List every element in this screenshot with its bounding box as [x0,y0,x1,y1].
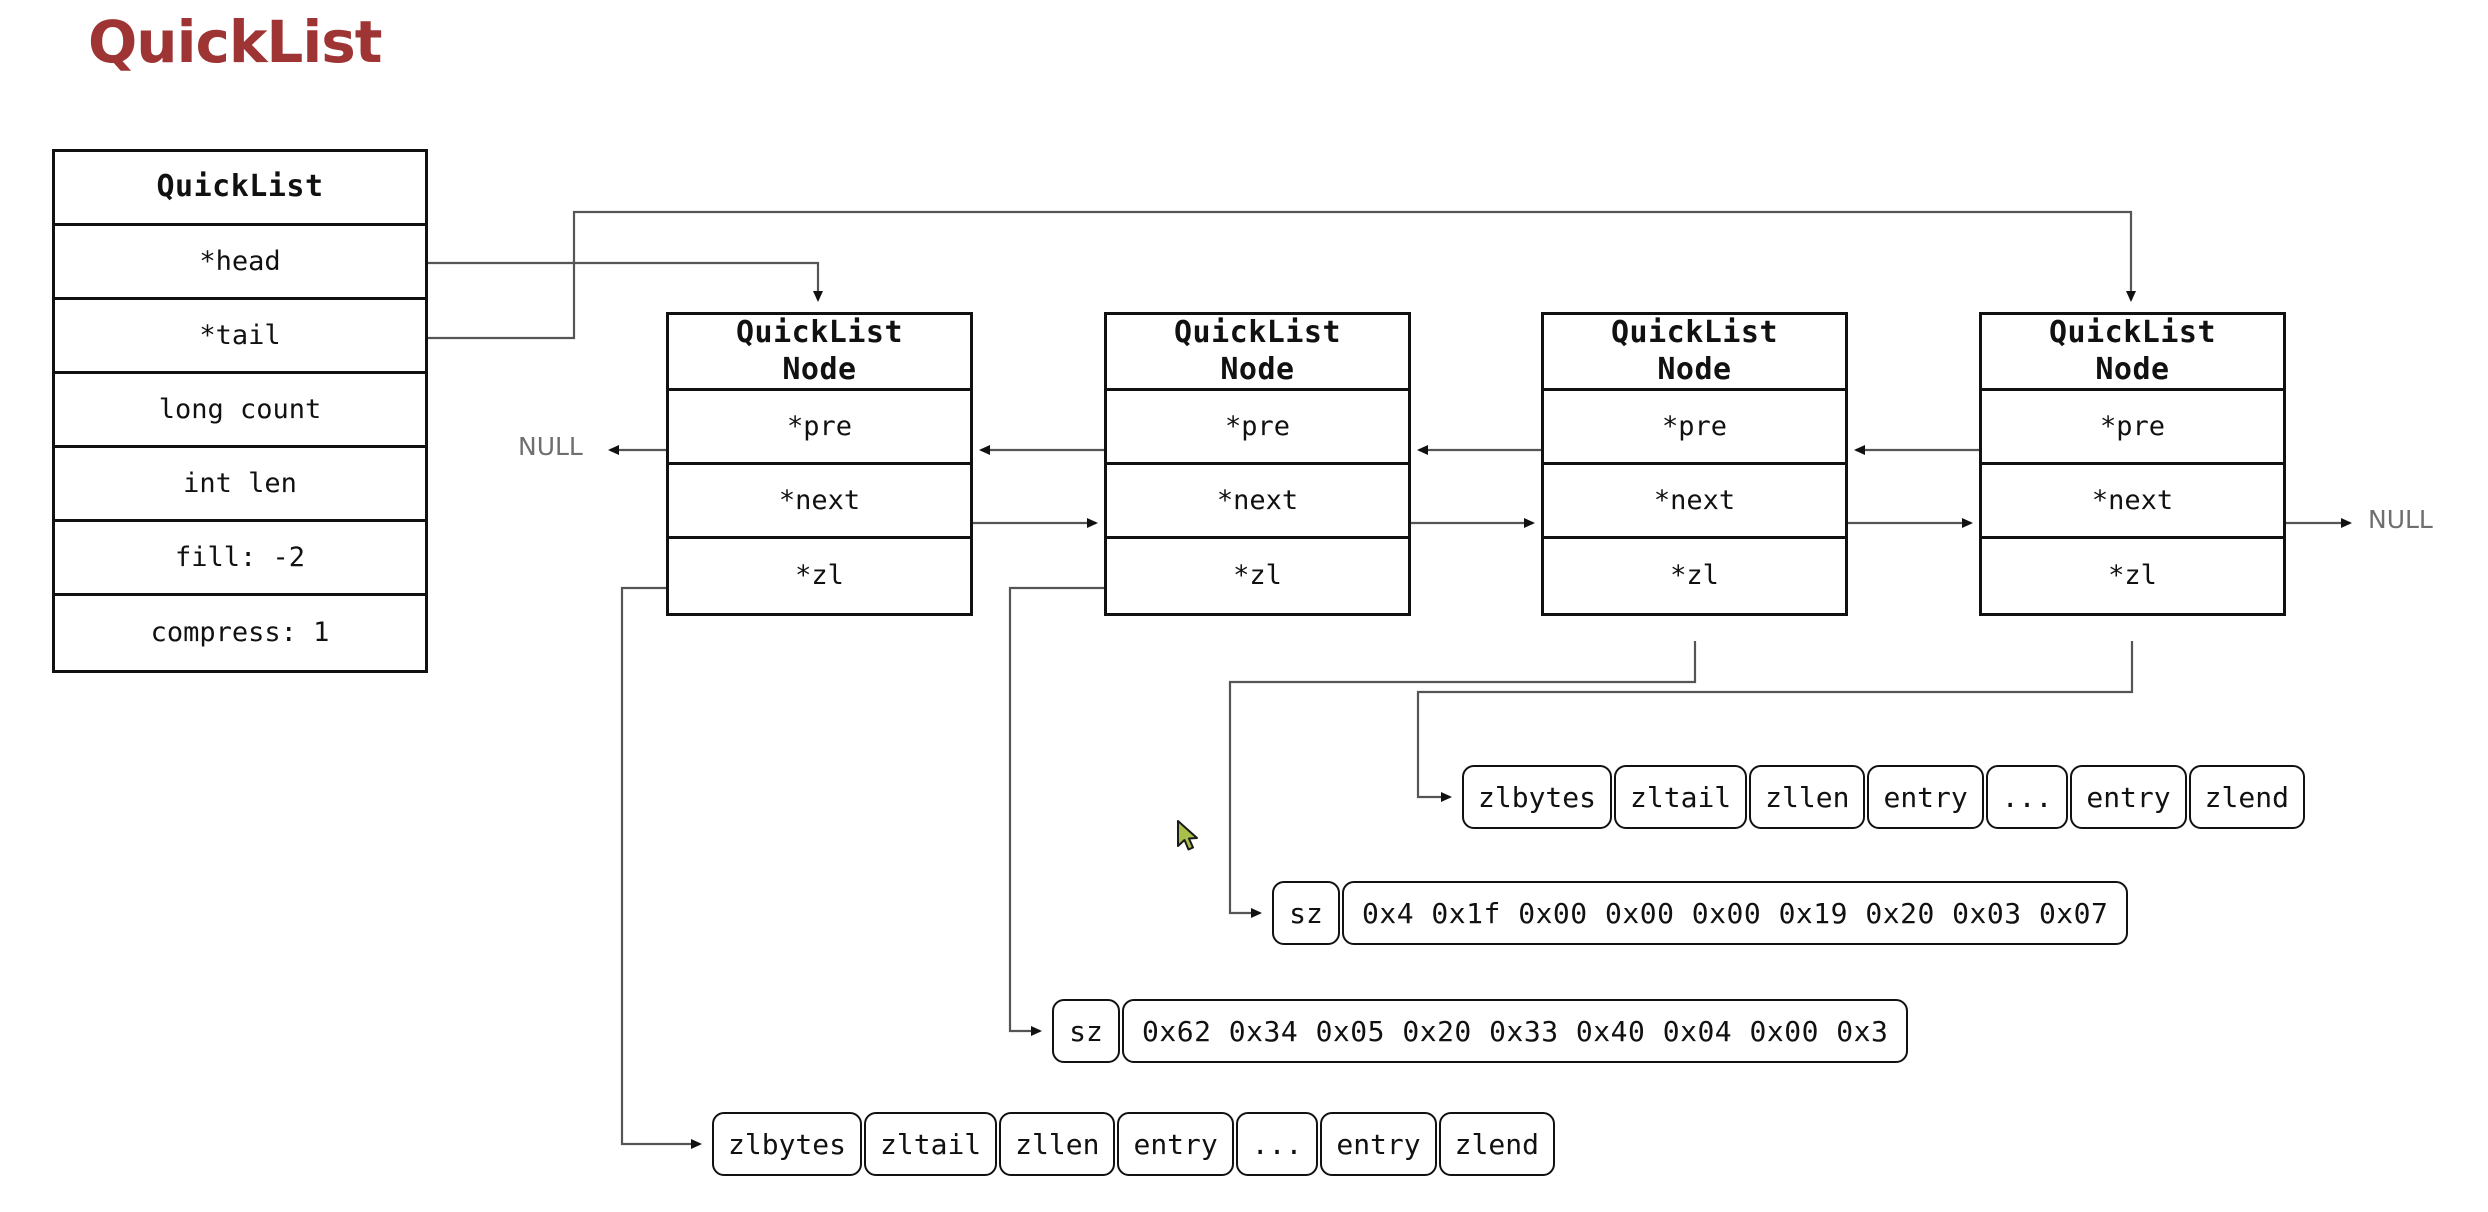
node-3-header-line2: Node [1657,351,1732,387]
byte-row-top: sz 0x4 0x1f 0x00 0x00 0x00 0x19 0x20 0x0… [1272,881,2129,945]
null-label-left: NULL [518,432,583,461]
node-2-field-zl: *zl [1233,560,1282,592]
ziplist-bottom: zlbytes zltail zllen entry ... entry zle… [712,1112,1555,1176]
ziplist-top-cell-zllen: zllen [1749,765,1866,829]
quicklist-field-len: int len [55,448,425,522]
node-4-field-pre: *pre [1982,391,2283,465]
node-4-field-next: *next [1982,465,2283,539]
node-1-field-pre: *pre [669,391,970,465]
byte-row-bottom-bytes: 0x62 0x34 0x05 0x20 0x33 0x40 0x04 0x00 … [1122,999,1909,1063]
quicklist-field-head: *head [55,226,425,300]
connector-head-to-node1 [428,261,823,302]
node-2-field-pre: *pre [1107,391,1408,465]
ziplist-bottom-cell-zlend: zlend [1438,1112,1555,1176]
quicklist-node-2: QuickList Node *pre *next *zl [1104,312,1411,616]
ziplist-top-cell-entry-1: entry [1867,765,1984,829]
ziplist-top: zlbytes zltail zllen entry ... entry zle… [1462,765,2305,829]
ziplist-bottom-cell-entry-2: entry [1320,1112,1437,1176]
ziplist-top-cell-ellipsis: ... [1985,765,2069,829]
ziplist-bottom-cell-zltail: zltail [864,1112,998,1176]
node-3-header: QuickList Node [1544,315,1845,391]
ziplist-top-cell-zltail: zltail [1614,765,1748,829]
node-4-field-zl: *zl [2108,560,2157,592]
node-4-header: QuickList Node [1982,315,2283,391]
node-1-field-next: *next [669,465,970,539]
node-1-header-line1: QuickList [735,314,904,350]
quicklist-field-compress: compress: 1 [150,617,330,649]
quicklist-field-fill: fill: -2 [55,522,425,596]
node-2-header-line2: Node [1220,351,1295,387]
node-1-header-line2: Node [782,351,857,387]
node-4-header-line2: Node [2095,351,2170,387]
ziplist-bottom-cell-ellipsis: ... [1235,1112,1319,1176]
null-label-right: NULL [2368,505,2433,534]
quicklist-field-tail: *tail [55,300,425,374]
ziplist-top-cell-zlbytes: zlbytes [1462,765,1613,829]
quicklist-struct-header: QuickList [55,152,425,226]
connector-node1-zl-ziplist-bottom [620,586,702,1149]
byte-row-top-sz-label: sz [1272,881,1340,945]
byte-row-bottom: sz 0x62 0x34 0x05 0x20 0x33 0x40 0x04 0x… [1052,999,1909,1063]
ziplist-bottom-cell-zllen: zllen [999,1112,1116,1176]
ziplist-top-cell-entry-2: entry [2070,765,2187,829]
node-3-field-next: *next [1544,465,1845,539]
quicklist-struct: QuickList *head *tail long count int len… [52,149,428,673]
quicklist-node-1: QuickList Node *pre *next *zl [666,312,973,616]
ziplist-bottom-cell-entry-1: entry [1117,1112,1234,1176]
node-1-header: QuickList Node [669,315,970,391]
node-3-field-pre: *pre [1544,391,1845,465]
byte-row-bottom-sz-label: sz [1052,999,1120,1063]
page-title: QuickList [88,8,383,76]
node-4-header-line1: QuickList [2048,314,2217,350]
node-2-header-line1: QuickList [1173,314,1342,350]
connector-node2-zl-szrow-bottom [1008,586,1104,1036]
node-3-field-zl: *zl [1670,560,1719,592]
node-3-header-line1: QuickList [1610,314,1779,350]
quicklist-node-3: QuickList Node *pre *next *zl [1541,312,1848,616]
node-1-field-zl: *zl [795,560,844,592]
quicklist-node-4: QuickList Node *pre *next *zl [1979,312,2286,616]
ziplist-top-cell-zlend: zlend [2188,765,2305,829]
mouse-cursor-icon [1177,820,1198,851]
byte-row-top-bytes: 0x4 0x1f 0x00 0x00 0x00 0x19 0x20 0x03 0… [1342,881,2129,945]
quicklist-field-count: long count [55,374,425,448]
ziplist-bottom-cell-zlbytes: zlbytes [712,1112,863,1176]
node-2-header: QuickList Node [1107,315,1408,391]
node-2-field-next: *next [1107,465,1408,539]
